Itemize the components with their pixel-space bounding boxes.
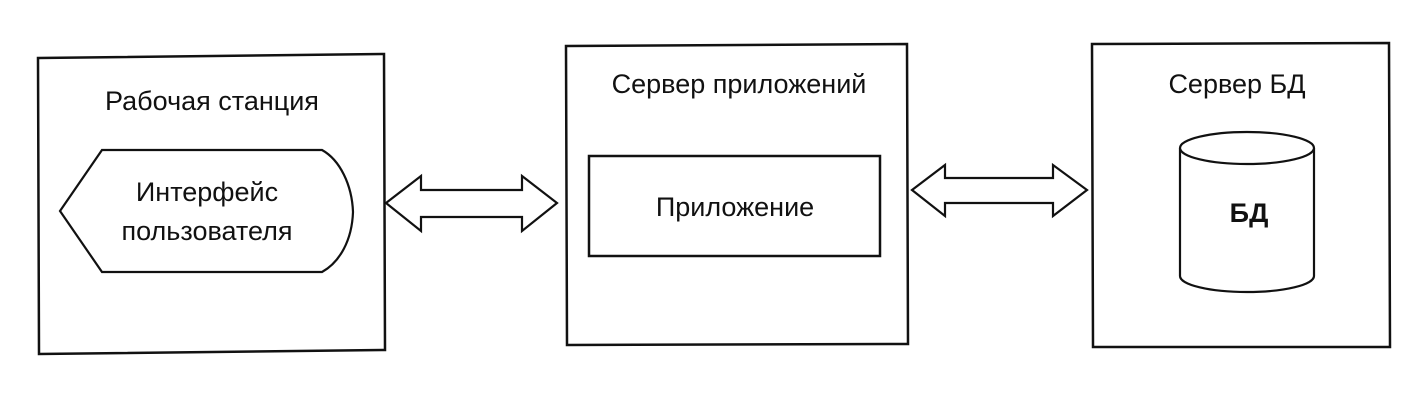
user-interface-label-line2: пользователя xyxy=(122,216,293,246)
application-label: Приложение xyxy=(656,192,814,222)
app-server-node: Сервер приложений Приложение xyxy=(564,42,910,347)
user-interface-shape xyxy=(58,148,355,274)
workstation-node: Рабочая станция Интерфейс пользователя xyxy=(36,52,387,356)
db-server-node: Сервер БД БД xyxy=(1090,41,1392,349)
workstation-title: Рабочая станция xyxy=(105,86,319,116)
double-arrow-workstation-appserver xyxy=(384,173,559,234)
database-label: БД xyxy=(1230,198,1269,228)
app-server-title: Сервер приложений xyxy=(612,69,867,99)
db-server-title: Сервер БД xyxy=(1168,69,1305,99)
double-arrow-appserver-dbserver xyxy=(910,162,1089,219)
user-interface-label-line1: Интерфейс xyxy=(136,177,278,207)
database-cylinder-icon xyxy=(1178,130,1316,294)
application-box xyxy=(587,154,882,258)
